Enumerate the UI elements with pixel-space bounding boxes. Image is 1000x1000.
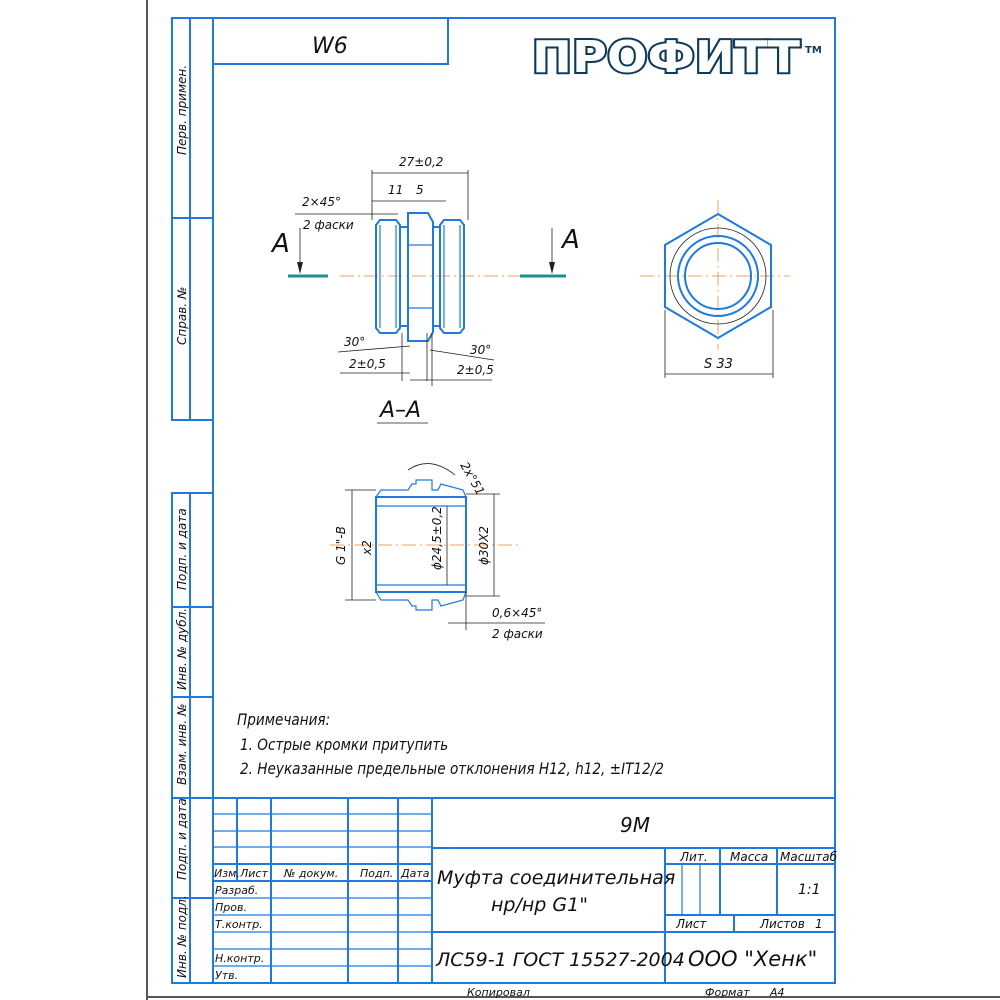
svg-text:Утв.: Утв. — [215, 969, 238, 982]
svg-text:Изм.: Изм. — [214, 867, 240, 880]
designation: 9М — [620, 813, 650, 837]
svg-text:2x°51: 2x°51 — [457, 460, 487, 498]
svg-text:2 фаски: 2 фаски — [303, 218, 354, 232]
svg-text:S 33: S 33 — [704, 357, 733, 372]
company: ООО "Хенк" — [688, 947, 817, 971]
svg-text:Копировал: Копировал — [467, 986, 530, 999]
drawing-frame — [171, 17, 836, 984]
side-label: Инв. № дубл. — [175, 608, 189, 690]
side-view: S 33 — [640, 200, 790, 378]
side-label: Справ. № — [175, 287, 189, 345]
svg-text:1: 1 — [815, 917, 823, 931]
svg-text:Н.контр.: Н.контр. — [215, 952, 264, 965]
notes-title: Примечания: — [237, 710, 331, 729]
svg-text:Листов: Листов — [759, 917, 805, 931]
note-item: 2. Неуказанные предельные отклонения H12… — [240, 759, 664, 778]
title-block-grid — [213, 797, 835, 983]
svg-text:Лист: Лист — [675, 917, 707, 931]
svg-text:Масса: Масса — [730, 850, 768, 864]
svg-text:A4: A4 — [769, 986, 785, 999]
side-label: Подп. и дата — [175, 508, 189, 590]
svg-text:2 фаски: 2 фаски — [492, 627, 543, 641]
svg-text:Т.контр.: Т.контр. — [215, 918, 263, 931]
svg-text:27±0,2: 27±0,2 — [399, 155, 443, 169]
material: ЛС59-1 ГОСТ 15527-2004 — [435, 949, 685, 971]
svg-text:A: A — [270, 229, 290, 259]
stamp-w6: W6 — [312, 34, 348, 59]
svg-text:№ докум.: № докум. — [283, 867, 338, 880]
svg-text:ϕ30X2: ϕ30X2 — [477, 526, 491, 565]
front-view: A A 27±0,2 11 5 2×45° 2 фаски 30° 30° 2±… — [270, 155, 580, 386]
part-name: Муфта соединительная — [437, 867, 675, 889]
svg-text:x2: x2 — [360, 540, 374, 556]
svg-text:Дата: Дата — [400, 867, 430, 880]
svg-text:Разраб.: Разраб. — [215, 884, 258, 897]
side-label: Взам. инв. № — [175, 704, 189, 785]
side-label: Подп. и дата — [175, 798, 189, 880]
svg-text:Лит.: Лит. — [679, 850, 708, 864]
svg-text:А–А: А–А — [378, 398, 421, 423]
svg-text:1:1: 1:1 — [798, 882, 821, 898]
svg-text:ϕ24,5±0,2: ϕ24,5±0,2 — [430, 506, 444, 570]
part-name-2: нр/нр G1" — [491, 894, 588, 916]
note-item: 1. Острые кромки притупить — [240, 735, 449, 754]
svg-text:2×45°: 2×45° — [302, 195, 341, 209]
svg-text:2±0,5: 2±0,5 — [349, 357, 386, 371]
section-a-a: А–А G 1"-B x2 ϕ24,5±0,2 ϕ30X2 2x°51 0,6×… — [330, 398, 545, 641]
svg-text:TM: TM — [805, 45, 822, 56]
svg-text:Формат: Формат — [705, 986, 750, 999]
svg-text:11: 11 — [388, 183, 403, 197]
svg-text:ПРОФИТТ: ПРОФИТТ — [532, 32, 800, 83]
svg-text:Пров.: Пров. — [215, 901, 247, 914]
svg-text:0,6×45°: 0,6×45° — [492, 606, 542, 620]
svg-text:Лист: Лист — [239, 867, 268, 880]
svg-text:30°: 30° — [470, 343, 491, 357]
side-labels: Перв. примен. Справ. № Подп. и дата Инв.… — [175, 65, 189, 978]
svg-text:2±0,5: 2±0,5 — [457, 363, 494, 377]
svg-text:A: A — [560, 225, 580, 255]
title-block: 9М Изм. Лист № докум. Подп. Дата Разраб.… — [214, 813, 838, 999]
svg-text:Масштаб: Масштаб — [780, 850, 838, 864]
side-label: Инв. № подл. — [175, 895, 189, 978]
side-label: Перв. примен. — [175, 65, 189, 155]
svg-text:5: 5 — [416, 183, 424, 197]
svg-text:G 1"-B: G 1"-B — [334, 526, 348, 565]
svg-text:Подп.: Подп. — [360, 867, 393, 880]
profitt-logo: ПРОФИТТ TM — [530, 30, 822, 85]
svg-text:30°: 30° — [344, 335, 365, 349]
